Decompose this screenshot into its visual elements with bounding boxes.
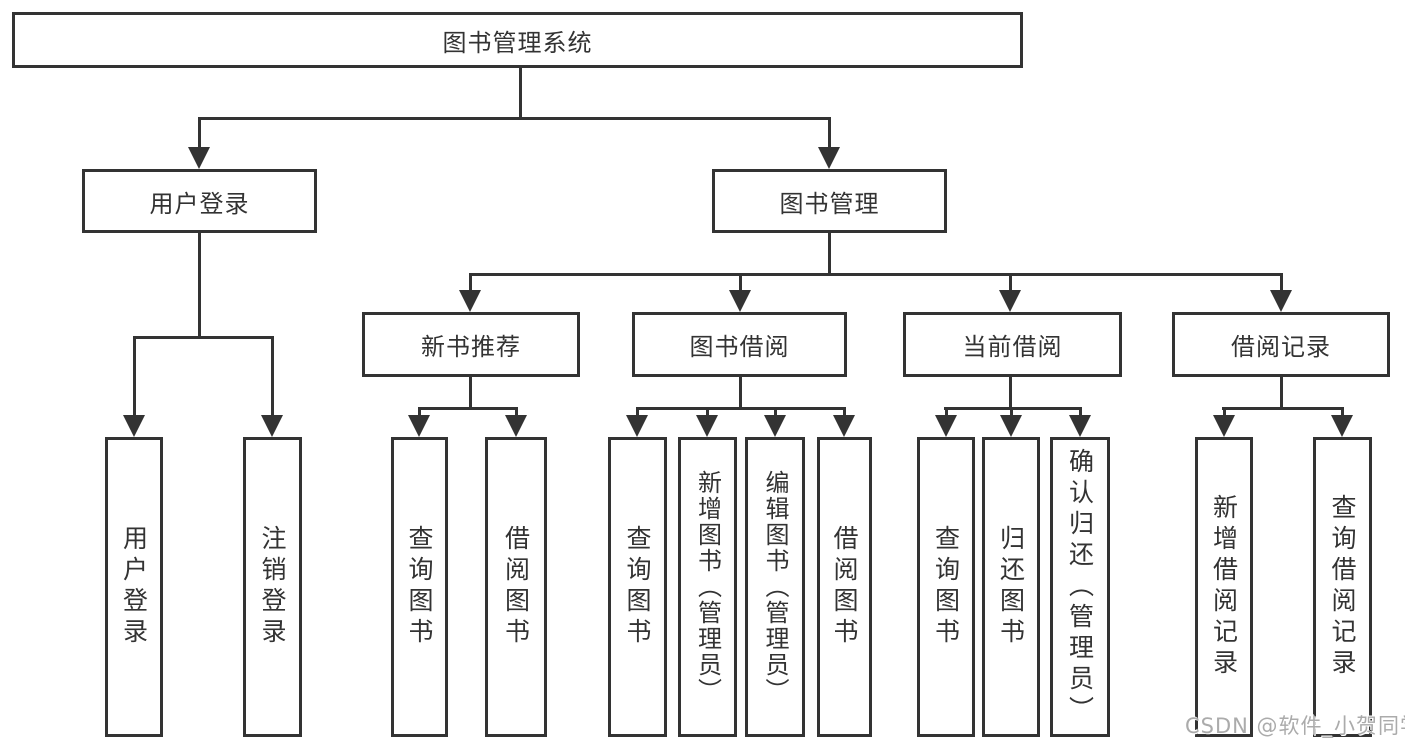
leaf-add-borrow-record: 新增借阅记录 xyxy=(1195,437,1253,737)
node-book-borrow: 图书借阅 xyxy=(632,312,847,377)
connector-book-borrow-stem xyxy=(739,377,742,408)
connector-drop-user-login xyxy=(198,120,201,148)
connector-new-books-stem xyxy=(469,377,472,408)
connector-level2-rail xyxy=(198,117,831,120)
arrow-down-icon xyxy=(1000,415,1022,437)
connector-current-borrow-stem xyxy=(1009,377,1012,408)
leaf-borrow-books: 借阅图书 xyxy=(485,437,547,737)
connector-user-login-stem xyxy=(198,233,201,336)
connector-drop-current-borrow xyxy=(1009,273,1012,291)
leaf-borrow-books: 借阅图书 xyxy=(817,437,872,737)
node-borrow-records: 借阅记录 xyxy=(1172,312,1390,377)
connector-drop-book-management xyxy=(828,120,831,148)
leaf-query-books: 查询图书 xyxy=(917,437,975,737)
leaf-confirm-return-admin: 确认归还（管理员） xyxy=(1050,437,1110,737)
leaf-logout: 注销登录 xyxy=(243,437,302,737)
leaf-query-books: 查询图书 xyxy=(608,437,667,737)
connector-drop xyxy=(774,407,777,416)
arrow-down-icon xyxy=(505,415,527,437)
connector-borrow-records-stem xyxy=(1280,377,1283,408)
connector-borrow-records-rail xyxy=(1222,407,1344,410)
connector-drop-borrow-records xyxy=(1280,273,1283,291)
leaf-return-books: 归还图书 xyxy=(982,437,1040,737)
node-book-management: 图书管理 xyxy=(712,169,947,233)
arrow-down-icon xyxy=(188,147,210,169)
leaf-query-borrow-record: 查询借阅记录 xyxy=(1313,437,1372,737)
leaf-edit-books-admin: 编辑图书（管理员） xyxy=(745,437,805,737)
arrow-down-icon xyxy=(459,290,481,312)
arrow-down-icon xyxy=(1331,415,1353,437)
arrow-down-icon xyxy=(1270,290,1292,312)
connector-drop xyxy=(1223,407,1226,416)
csdn-watermark: CSDN @软件_小贺同学 xyxy=(1185,714,1405,738)
connector-drop-new-books xyxy=(469,273,472,291)
connector-root-stem xyxy=(519,68,522,117)
connector-drop xyxy=(1079,407,1082,416)
leaf-user-login: 用户登录 xyxy=(105,437,163,737)
arrow-down-icon xyxy=(818,147,840,169)
arrow-down-icon xyxy=(1069,415,1091,437)
arrow-down-icon xyxy=(935,415,957,437)
connector-user-login-rail xyxy=(133,336,274,339)
leaf-add-books-admin: 新增图书（管理员） xyxy=(678,437,737,737)
connector-drop xyxy=(636,407,639,416)
connector-drop xyxy=(945,407,948,416)
arrow-down-icon xyxy=(696,415,718,437)
connector-drop xyxy=(706,407,709,416)
arrow-down-icon xyxy=(833,415,855,437)
arrow-down-icon xyxy=(123,415,145,437)
arrow-down-icon xyxy=(764,415,786,437)
arrow-down-icon xyxy=(729,290,751,312)
leaf-query-books: 查询图书 xyxy=(391,437,448,737)
connector-drop-book-borrow xyxy=(739,273,742,291)
arrow-down-icon xyxy=(261,415,283,437)
connector-drop xyxy=(843,407,846,416)
arrow-down-icon xyxy=(999,290,1021,312)
connector-drop xyxy=(515,407,518,416)
connector-book-management-stem xyxy=(828,233,831,273)
node-library-management-system: 图书管理系统 xyxy=(12,12,1023,68)
connector-book-borrow-rail xyxy=(636,407,846,410)
arrow-down-icon xyxy=(1213,415,1235,437)
node-user-login: 用户登录 xyxy=(82,169,317,233)
node-new-book-recommend: 新书推荐 xyxy=(362,312,580,377)
connector-level3-rail xyxy=(469,273,1282,276)
arrow-down-icon xyxy=(626,415,648,437)
connector-drop-leaf-logout xyxy=(271,336,274,415)
connector-drop xyxy=(1341,407,1344,416)
connector-drop xyxy=(1010,407,1013,416)
node-current-borrow: 当前借阅 xyxy=(903,312,1122,377)
connector-new-books-rail xyxy=(418,407,517,410)
connector-drop xyxy=(418,407,421,416)
connector-drop-leaf-user-login xyxy=(133,336,136,415)
arrow-down-icon xyxy=(408,415,430,437)
